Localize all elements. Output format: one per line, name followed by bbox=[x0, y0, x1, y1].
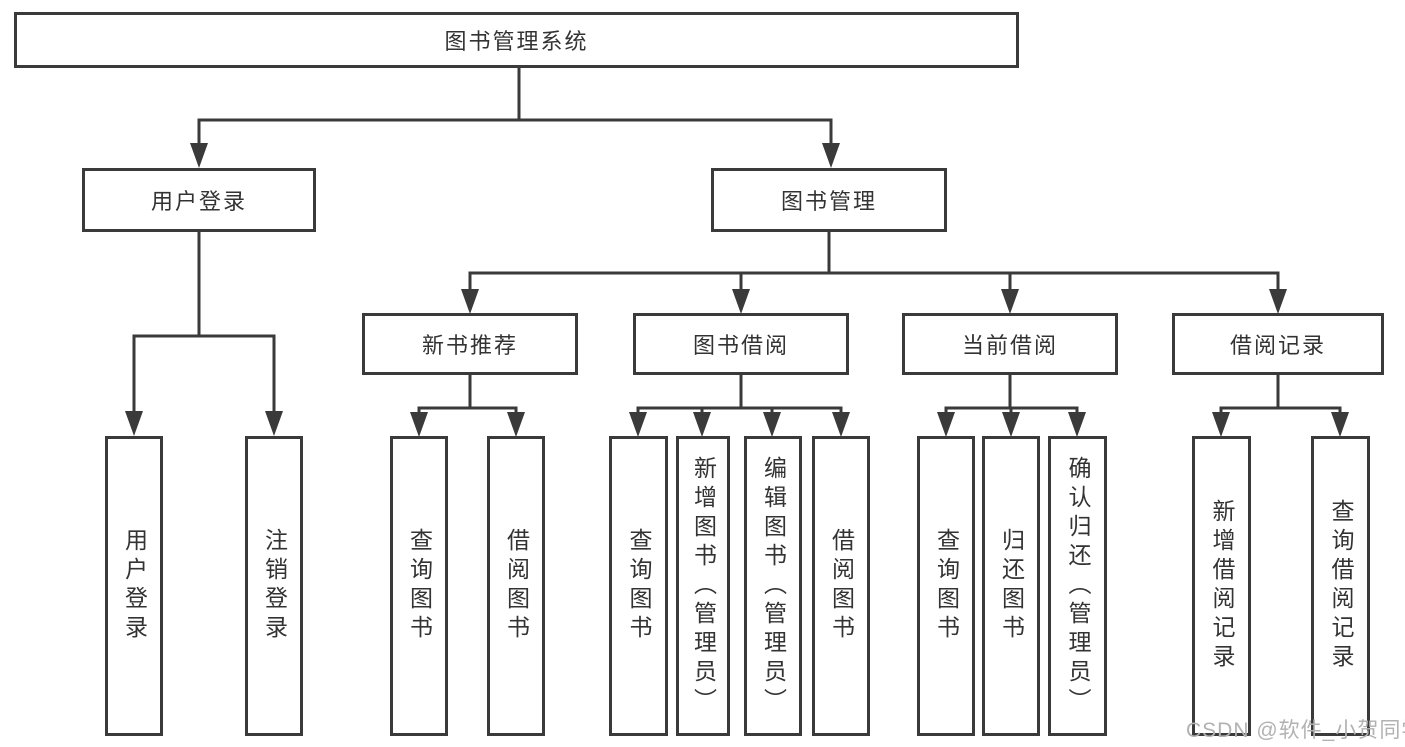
connector-book-management-to-level3 bbox=[461, 230, 1287, 314]
arrow-down-icon bbox=[763, 412, 781, 437]
node-new-book-recommend: 新书推荐 bbox=[362, 313, 578, 375]
arrow-down-icon bbox=[1002, 412, 1020, 437]
connector-root-to-level2 bbox=[190, 66, 840, 168]
leaf-label: 归还图书 bbox=[998, 528, 1025, 644]
node-current-borrow: 当前借阅 bbox=[902, 313, 1118, 375]
leaf-borrow-books-recommend: 借阅图书 bbox=[487, 436, 545, 736]
leaf-add-borrow-record: 新增借阅记录 bbox=[1192, 436, 1251, 736]
leaf-logout: 注销登录 bbox=[245, 436, 303, 736]
node-book-borrow: 图书借阅 bbox=[633, 313, 849, 375]
leaf-borrow-books: 借阅图书 bbox=[812, 436, 870, 736]
leaf-label: 查询借阅记录 bbox=[1328, 499, 1354, 673]
arrow-down-icon bbox=[832, 412, 850, 437]
leaf-query-books-current: 查询图书 bbox=[917, 436, 975, 736]
leaf-query-books-recommend: 查询图书 bbox=[390, 436, 448, 736]
node-user-login: 用户登录 bbox=[82, 168, 316, 232]
leaf-confirm-return-admin: 确认归还（管理员） bbox=[1048, 436, 1107, 736]
arrow-down-icon bbox=[629, 412, 647, 437]
arrow-down-icon bbox=[190, 143, 208, 168]
leaf-return-books: 归还图书 bbox=[982, 436, 1040, 736]
leaf-query-borrow-record: 查询借阅记录 bbox=[1311, 436, 1370, 736]
leaf-edit-books-admin: 编辑图书（管理员） bbox=[744, 436, 802, 736]
node-book-management: 图书管理 bbox=[711, 168, 947, 232]
leaf-label: 查询图书 bbox=[406, 528, 433, 644]
arrow-down-icon bbox=[1001, 289, 1019, 314]
node-root: 图书管理系统 bbox=[14, 12, 1019, 68]
leaf-add-books-admin: 新增图书（管理员） bbox=[676, 436, 730, 736]
arrow-down-icon bbox=[1331, 412, 1349, 437]
leaf-label: 新增图书（管理员） bbox=[690, 455, 717, 717]
leaf-label: 查询图书 bbox=[626, 528, 652, 644]
csdn-watermark: CSDN @软件_小贺同学 bbox=[1186, 719, 1405, 742]
connector-book-borrow-to-leaves bbox=[629, 373, 850, 437]
connector-borrow-records-to-leaves bbox=[1212, 373, 1349, 437]
leaf-label: 借阅图书 bbox=[828, 528, 855, 644]
arrow-down-icon bbox=[507, 412, 525, 437]
arrow-down-icon bbox=[410, 412, 428, 437]
connector-user-login-to-leaves bbox=[125, 230, 283, 436]
arrow-down-icon bbox=[461, 289, 479, 314]
leaf-label: 用户登录 bbox=[121, 528, 148, 644]
arrow-down-icon bbox=[125, 411, 143, 436]
arrow-down-icon bbox=[822, 143, 840, 168]
connector-current-borrow-to-leaves bbox=[937, 373, 1086, 437]
arrow-down-icon bbox=[732, 289, 750, 314]
leaf-label: 借阅图书 bbox=[503, 528, 530, 644]
leaf-query-books-borrow: 查询图书 bbox=[609, 436, 668, 736]
leaf-label: 确认归还（管理员） bbox=[1065, 455, 1091, 717]
arrow-down-icon bbox=[265, 411, 283, 436]
leaf-label: 查询图书 bbox=[933, 528, 960, 644]
leaf-label: 编辑图书（管理员） bbox=[760, 455, 787, 717]
node-borrow-records: 借阅记录 bbox=[1172, 313, 1384, 375]
arrow-down-icon bbox=[1212, 412, 1230, 437]
leaf-label: 新增借阅记录 bbox=[1209, 499, 1235, 673]
leaf-user-login: 用户登录 bbox=[105, 436, 163, 736]
arrow-down-icon bbox=[1269, 289, 1287, 314]
arrow-down-icon bbox=[693, 412, 711, 437]
arrow-down-icon bbox=[1068, 412, 1086, 437]
connector-new-book-recommend-to-leaves bbox=[410, 373, 525, 437]
arrow-down-icon bbox=[937, 412, 955, 437]
leaf-label: 注销登录 bbox=[261, 528, 288, 644]
